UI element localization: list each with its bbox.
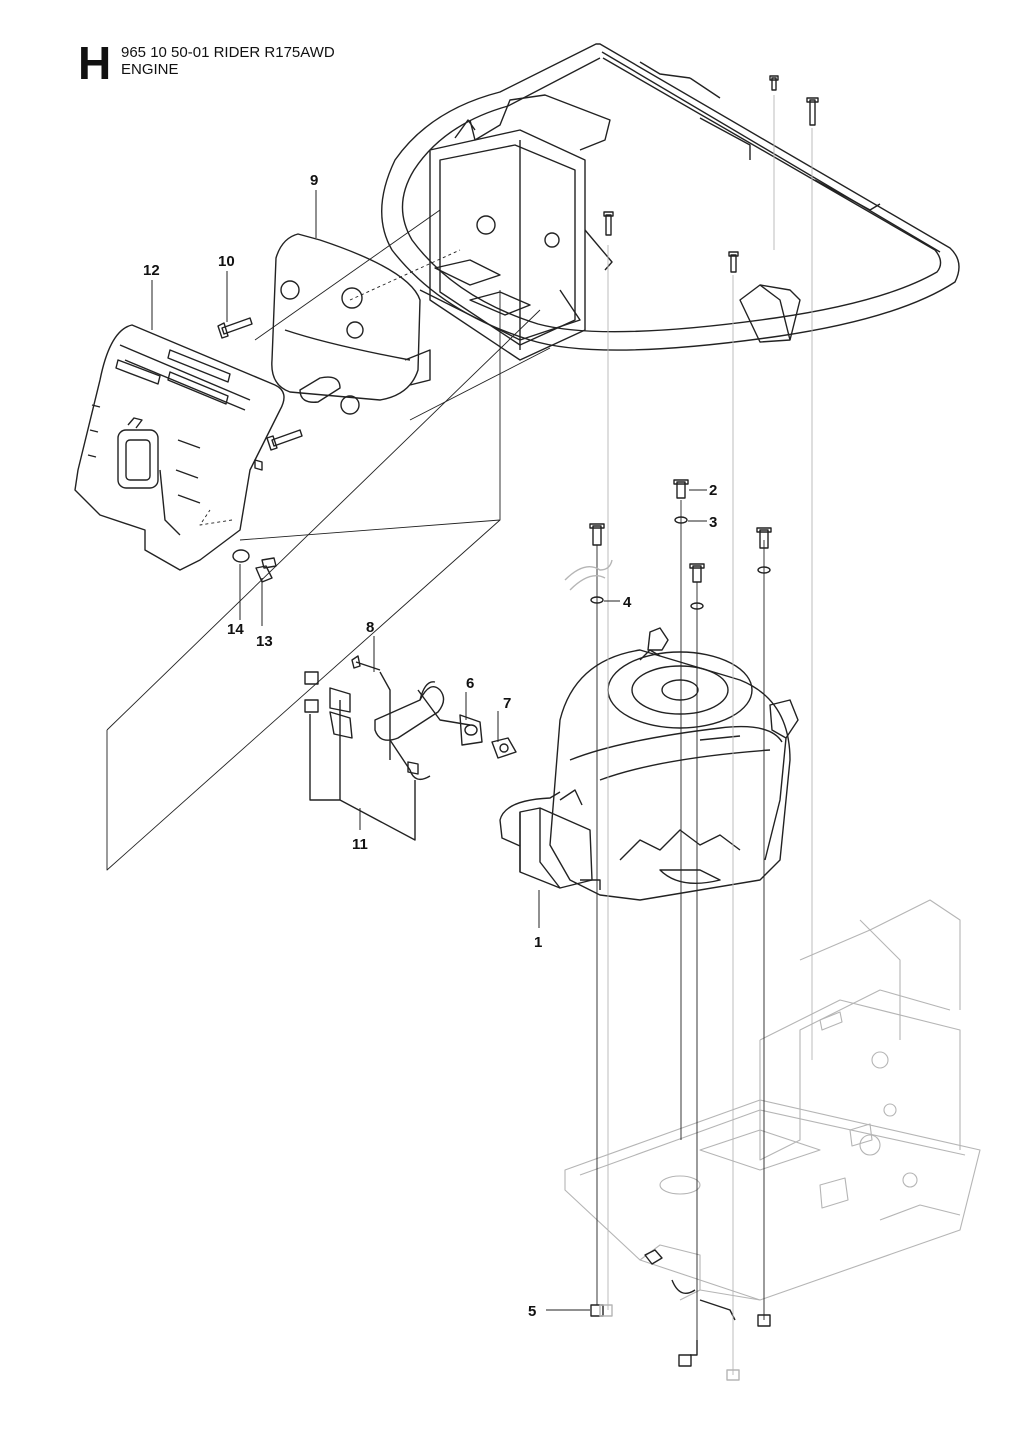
callout-14: 14 <box>227 621 244 638</box>
callout-1: 1 <box>534 934 542 951</box>
bolt-alignment-lines <box>596 95 813 1375</box>
callout-9: 9 <box>310 172 318 189</box>
section-letter: H <box>78 37 112 89</box>
chassis <box>564 899 981 1301</box>
frame-bolts <box>603 75 819 273</box>
callout-12: 12 <box>143 262 160 279</box>
chassis-mounts <box>644 1249 736 1321</box>
callout-4: 4 <box>623 594 632 611</box>
assembly-lines <box>106 209 551 871</box>
engine <box>499 627 799 901</box>
callout-6: 6 <box>466 675 474 692</box>
callout-8: 8 <box>366 619 374 636</box>
callout-labels: 1 2 3 4 5 6 7 8 9 10 11 12 13 14 <box>143 172 717 1320</box>
callout-7: 7 <box>503 695 511 712</box>
callout-leaders <box>151 190 707 1311</box>
page-subtitle: ENGINE <box>121 61 179 78</box>
callout-5: 5 <box>528 1303 536 1320</box>
callout-13: 13 <box>256 633 273 650</box>
muffler <box>271 233 431 415</box>
muffler-bracket <box>419 94 801 361</box>
callout-10: 10 <box>218 253 235 270</box>
callout-11: 11 <box>352 836 368 853</box>
engine-bolts <box>564 479 772 1381</box>
page-title: 965 10 50-01 RIDER R175AWD <box>121 44 335 61</box>
callout-3: 3 <box>709 514 717 531</box>
front-frame <box>381 43 960 351</box>
callout-2: 2 <box>709 482 717 499</box>
shield-bolts <box>217 317 303 583</box>
heat-shield <box>74 324 285 571</box>
exhaust-pipe <box>304 655 517 841</box>
